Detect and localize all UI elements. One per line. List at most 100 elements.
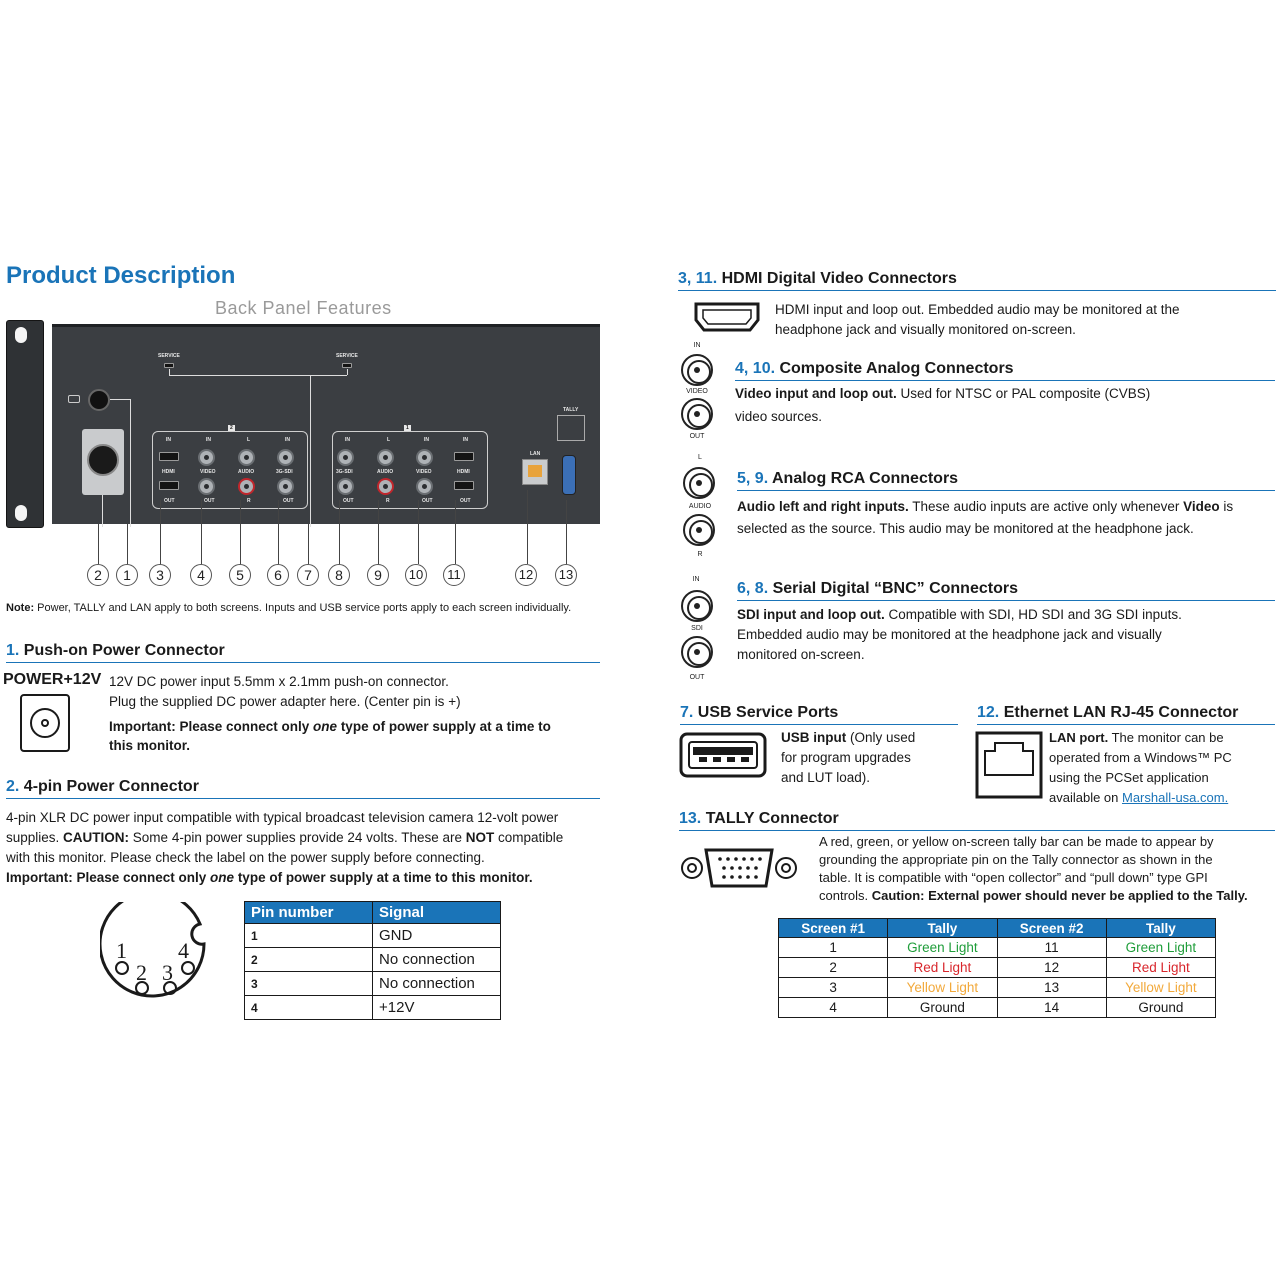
callout-12: 12 xyxy=(515,564,537,586)
section-2-important: Important: Please connect only one type … xyxy=(6,870,533,885)
page-title: Product Description xyxy=(6,262,236,289)
page-subtitle: Back Panel Features xyxy=(215,298,392,318)
section-1-line-1: 12V DC power input 5.5mm x 2.1mm push-on… xyxy=(109,674,449,689)
callout-5: 5 xyxy=(229,564,251,586)
section-3-line-1: HDMI input and loop out. Embedded audio … xyxy=(775,302,1180,317)
composite-in-icon xyxy=(681,354,713,386)
callout-11: 11 xyxy=(443,564,465,586)
hdmi-in-1 xyxy=(454,452,474,461)
section-13-line-2: grounding the appropriate pin on the Tal… xyxy=(819,852,1213,867)
hdmi-in-2 xyxy=(159,452,179,461)
xlr-pin-4-label: 4 xyxy=(178,938,189,963)
audio-r-1 xyxy=(377,478,394,495)
section-13-line-4: controls. Caution: External power should… xyxy=(819,888,1248,903)
sdi-in-2 xyxy=(277,449,294,466)
audio-l-1 xyxy=(377,449,394,466)
tally-legend-grid xyxy=(557,415,585,441)
callout-3: 3 xyxy=(149,564,171,586)
table-row: 4+12V xyxy=(244,995,501,1020)
section-3-line-2: headphone jack and visually monitored on… xyxy=(775,322,1076,337)
section-6-line-3: monitored on-screen. xyxy=(737,647,865,662)
section-1-line-2: Plug the supplied DC power adapter here.… xyxy=(109,694,461,709)
rca-right-icon xyxy=(683,514,715,546)
section-4-line-2: video sources. xyxy=(735,409,823,424)
callout-9: 9 xyxy=(367,564,389,586)
sdi-in-1 xyxy=(337,449,354,466)
back-panel-illustration: SERVICE SERVICE 2 IN IN L IN HDMI VIDEO … xyxy=(6,320,600,530)
section-12-line-2: operated from a Windows™ PC xyxy=(1049,750,1232,765)
tally-header-tally1: Tally xyxy=(887,918,998,938)
section-13-heading: 13. TALLY Connector xyxy=(679,810,1275,831)
callout-8: 8 xyxy=(328,564,350,586)
sdi-out-1 xyxy=(337,478,354,495)
service-label-left: SERVICE xyxy=(158,353,180,359)
hdmi-out-1 xyxy=(454,481,474,490)
video-out-1 xyxy=(416,478,433,495)
callout-6: 6 xyxy=(267,564,289,586)
section-5-heading: 5, 9. Analog RCA Connectors xyxy=(737,470,1275,491)
tally-db-connector xyxy=(562,455,576,495)
screen-2-group xyxy=(152,431,308,509)
callout-10: 10 xyxy=(405,564,427,586)
section-5-line-2: selected as the source. This audio may b… xyxy=(737,521,1194,536)
xlr-pinout-icon: 1 2 3 4 xyxy=(98,890,214,1012)
dc-jack-icon xyxy=(20,694,70,752)
db15-connector-icon xyxy=(680,846,798,890)
xlr-connector xyxy=(82,429,124,495)
usb-service-port-right xyxy=(342,363,352,368)
section-12-line-4: available on Marshall-usa.com. xyxy=(1049,790,1229,805)
hdmi-icon xyxy=(694,302,760,332)
callout-13: 13 xyxy=(555,564,577,586)
tally-header-screen2: Screen #2 xyxy=(996,918,1107,938)
section-12-line-1: LAN port. The monitor can be xyxy=(1049,730,1224,745)
section-7-line-1: USB input (Only used xyxy=(781,730,916,745)
section-7-line-2: for program upgrades xyxy=(781,750,911,765)
section-2-heading: 2. 4-pin Power Connector xyxy=(6,778,600,799)
pin-table-header-pin: Pin number xyxy=(244,901,373,924)
callout-4: 4 xyxy=(190,564,212,586)
section-13-line-3: table. It is compatible with “open colle… xyxy=(819,870,1208,885)
callout-7: 7 xyxy=(297,564,319,586)
section-2-line-2: supplies. CAUTION: Some 4-pin power supp… xyxy=(6,830,564,845)
section-5-line-1: Audio left and right inputs. These audio… xyxy=(737,499,1234,514)
section-2-line-1: 4-pin XLR DC power input compatible with… xyxy=(6,810,559,825)
chassis: SERVICE SERVICE 2 IN IN L IN HDMI VIDEO … xyxy=(52,324,600,527)
xlr-pin-2-label: 2 xyxy=(136,960,147,985)
tally-header-tally2: Tally xyxy=(1105,918,1217,938)
screen-1-group xyxy=(332,431,488,509)
dc-power-jack xyxy=(88,389,110,411)
sdi-out-2 xyxy=(277,478,294,495)
xlr-pin-1-label: 1 xyxy=(116,938,127,963)
section-6-heading: 6, 8. Serial Digital “BNC” Connectors xyxy=(737,580,1275,601)
section-3-heading: 3, 11. HDMI Digital Video Connectors xyxy=(678,270,1276,291)
section-1-heading: 1. Push-on Power Connector xyxy=(6,642,600,663)
screen-2-label: 2 xyxy=(228,425,235,431)
sdi-in-icon xyxy=(681,590,713,622)
rack-bracket xyxy=(6,320,44,528)
video-in-1 xyxy=(416,449,433,466)
section-4-line-1: Video input and loop out. Used for NTSC … xyxy=(735,386,1151,401)
hdmi-out-2 xyxy=(159,481,179,490)
panel-note: Note: Power, TALLY and LAN apply to both… xyxy=(6,602,572,614)
marshall-link[interactable]: Marshall-usa.com. xyxy=(1122,790,1229,805)
section-13-line-1: A red, green, or yellow on-screen tally … xyxy=(819,834,1214,849)
section-1-important-2: this monitor. xyxy=(109,738,190,753)
section-6-line-2: Embedded audio may be monitored at the h… xyxy=(737,627,1162,642)
pin-table-header-signal: Signal xyxy=(372,901,501,924)
sdi-out-icon xyxy=(681,636,713,668)
section-2-line-3: with this monitor. Please check the labe… xyxy=(6,850,485,865)
usb-service-port-left xyxy=(164,363,174,368)
section-7-line-3: and LUT load). xyxy=(781,770,871,785)
xlr-pin-3-label: 3 xyxy=(162,960,173,985)
section-1-important: Important: Please connect only one type … xyxy=(109,719,551,734)
section-6-line-1: SDI input and loop out. Compatible with … xyxy=(737,607,1182,622)
audio-r-2 xyxy=(238,478,255,495)
video-out-2 xyxy=(198,478,215,495)
